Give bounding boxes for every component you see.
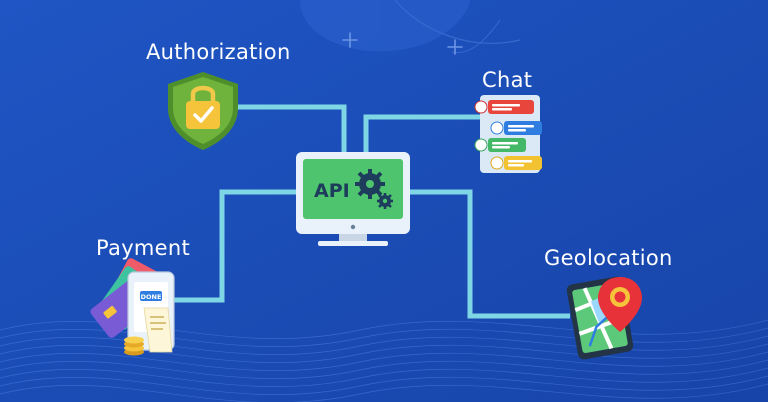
wave-pattern <box>0 319 768 402</box>
chat-bubble-2 <box>490 121 542 135</box>
phone-receipt-icon: DONE <box>127 271 175 353</box>
connector-chat <box>363 114 482 153</box>
chat-bubble-1 <box>474 100 534 114</box>
api-monitor: API <box>296 152 410 246</box>
chat-bubble-3 <box>474 138 526 152</box>
small-gear-icon <box>377 193 393 209</box>
api-label: API <box>314 180 350 202</box>
authorization-label: Authorization <box>146 40 291 64</box>
gear-icon <box>355 169 385 199</box>
payment-icon: DONE <box>90 258 175 356</box>
chat-label: Chat <box>482 68 533 92</box>
geolocation-label: Geolocation <box>544 246 673 270</box>
map-pin-icon <box>566 276 642 360</box>
background-decoration <box>300 0 521 54</box>
shield-lock-icon <box>168 72 238 150</box>
location-pin <box>598 277 642 332</box>
connector-payment <box>172 189 298 303</box>
connector-geolocation <box>408 189 570 319</box>
connector-authorization <box>232 104 347 153</box>
payment-label: Payment <box>96 236 191 260</box>
payment-done-label: DONE <box>141 293 162 301</box>
connector-lines <box>172 104 570 319</box>
coins-icon <box>124 336 144 356</box>
chat-bubble-4 <box>490 156 542 170</box>
plus-decoration <box>342 32 463 55</box>
chat-window-icon <box>474 95 542 173</box>
